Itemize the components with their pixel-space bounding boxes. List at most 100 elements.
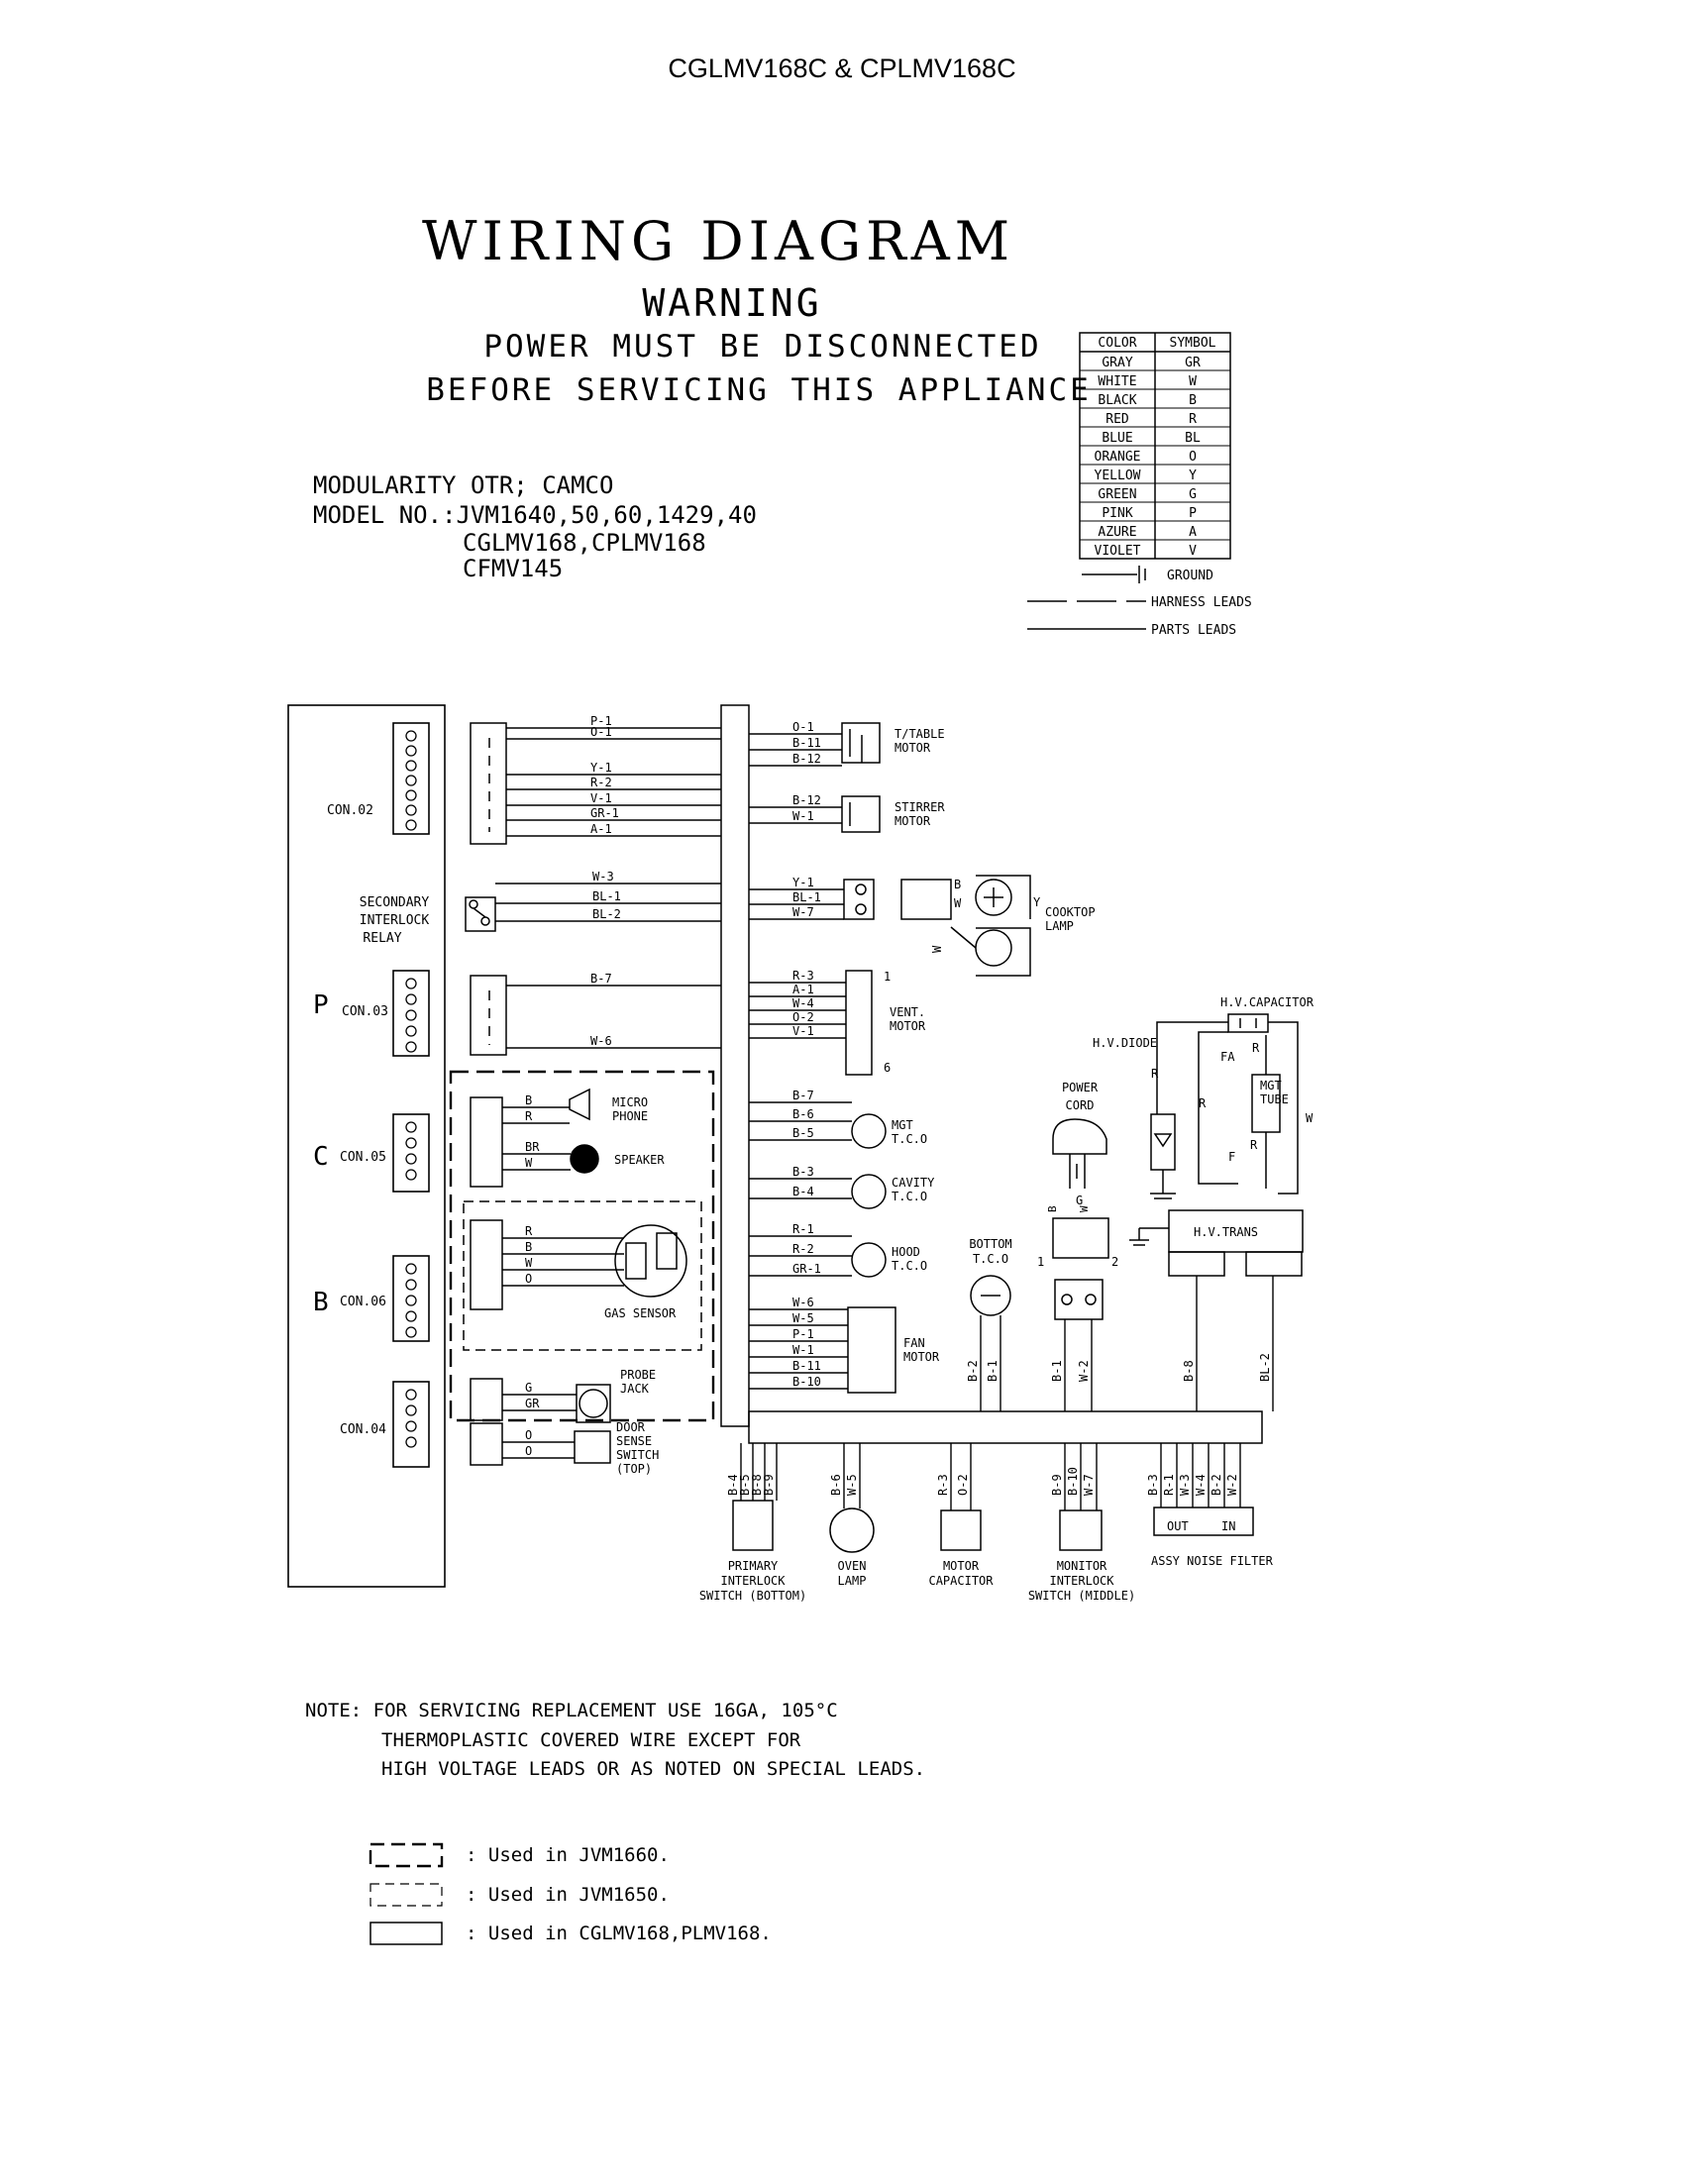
stirrer-motor-label: MOTOR xyxy=(895,814,931,828)
wire-labels: P-1O-1Y-1R-2V-1GR-1A-1W-3BL-1BL-2B-7W-6O… xyxy=(525,714,1314,1496)
wire-label: A-1 xyxy=(590,822,612,836)
connector-pin xyxy=(405,1310,417,1322)
connector-pin xyxy=(405,730,417,742)
wire-label: B-8 xyxy=(750,1474,764,1496)
wire-label: O xyxy=(525,1428,532,1442)
connector-pin xyxy=(405,1041,417,1053)
connector-pins xyxy=(405,730,417,1448)
oven-lamp-label: OVEN xyxy=(838,1559,867,1573)
connector-con05: CON.05 xyxy=(340,1150,386,1165)
color-symbol: W xyxy=(1189,374,1197,389)
wire-label: G xyxy=(1076,1194,1083,1207)
note-line-1: NOTE: FOR SERVICING REPLACEMENT USE 16GA… xyxy=(305,1700,838,1721)
connector-pin xyxy=(405,1121,417,1133)
warning-line-1: POWER MUST BE DISCONNECTED xyxy=(483,329,1041,364)
primary-interlock-label: PRIMARY xyxy=(728,1559,779,1573)
connector-pin xyxy=(405,804,417,816)
wire-label: B-10 xyxy=(1066,1467,1080,1496)
main-control-board xyxy=(287,704,446,1588)
wire-label: W-5 xyxy=(845,1474,859,1496)
connector-pin xyxy=(405,1389,417,1401)
model-info-line-1: MODULARITY OTR; CAMCO xyxy=(313,471,613,499)
wire-label: W xyxy=(954,896,962,910)
color-symbol: GR xyxy=(1185,356,1201,370)
wire-label: B-1 xyxy=(1050,1360,1064,1382)
connector-pin xyxy=(405,1137,417,1149)
color-name: AZURE xyxy=(1098,525,1136,540)
wire-label: W-7 xyxy=(1082,1474,1096,1496)
color-name: ORANGE xyxy=(1095,450,1141,465)
hood-tco-label: HOOD xyxy=(892,1245,920,1259)
usage-legend-cglmv168: : Used in CGLMV168,PLMV168. xyxy=(466,1923,772,1944)
hv-diode-label: H.V.DIODE xyxy=(1093,1036,1157,1050)
bottom-tco-label: T.C.O xyxy=(973,1252,1008,1266)
vent-motor-label: VENT. xyxy=(890,1005,925,1019)
model-title: CGLMV168C & CPLMV168C xyxy=(668,53,1015,83)
color-name: WHITE xyxy=(1098,374,1136,389)
wire-label: BR xyxy=(525,1140,540,1154)
wire-label: R xyxy=(525,1109,533,1123)
wire-label: R xyxy=(525,1224,533,1238)
wire-label: W xyxy=(930,945,944,953)
wire-label: B-5 xyxy=(738,1474,752,1496)
color-name: VIOLET xyxy=(1095,544,1141,559)
wire-label: B-3 xyxy=(1146,1474,1160,1496)
wire-label: P-1 xyxy=(590,714,612,728)
wire-label: B-11 xyxy=(792,736,821,750)
primary-interlock-label: SWITCH (BOTTOM) xyxy=(699,1589,806,1603)
board-letter-c: C xyxy=(313,1142,329,1172)
wire-label: W-4 xyxy=(792,996,814,1010)
wire-label: B-7 xyxy=(792,1089,814,1102)
wire-label: V-1 xyxy=(590,791,612,805)
warning-line-2: BEFORE SERVICING THIS APPLIANCE xyxy=(426,372,1092,408)
wire-label: R-1 xyxy=(1162,1474,1176,1496)
connector-pin xyxy=(405,1436,417,1448)
gas-sensor-label: GAS SENSOR xyxy=(604,1306,677,1320)
secondary-relay-label-1: SECONDARY xyxy=(360,895,430,910)
monitor-interlock-label: SWITCH (MIDDLE) xyxy=(1028,1589,1135,1603)
wire-label: B-9 xyxy=(762,1474,776,1496)
wire-label: R xyxy=(1199,1096,1207,1110)
connector-con04: CON.04 xyxy=(340,1422,386,1437)
fan-motor-label: MOTOR xyxy=(903,1350,940,1364)
wire-label: W xyxy=(525,1256,533,1270)
wire-label: Y-1 xyxy=(590,761,612,775)
connector-con03: CON.03 xyxy=(342,1004,388,1019)
wire-label: BL-1 xyxy=(592,889,621,903)
wire-label: B-12 xyxy=(792,752,821,766)
color-name: YELLOW xyxy=(1095,468,1141,483)
model-info-line-4: CFMV145 xyxy=(463,555,563,582)
wire-label: R xyxy=(1151,1067,1159,1081)
noise-filter-label: ASSY NOISE FILTER xyxy=(1151,1554,1274,1568)
fan-motor-label: FAN xyxy=(903,1336,925,1350)
wire-label: B-10 xyxy=(792,1375,821,1389)
wire-label: O xyxy=(525,1444,532,1458)
note-line-2: THERMOPLASTIC COVERED WIRE EXCEPT FOR xyxy=(381,1729,801,1751)
wire-label: B-7 xyxy=(590,972,612,986)
wire-label: W xyxy=(1078,1205,1091,1212)
wire-label: O-1 xyxy=(792,720,814,734)
line-type-legend xyxy=(1027,566,1146,630)
connector-pin xyxy=(405,978,417,989)
mgt-tube-label: TUBE xyxy=(1260,1092,1289,1106)
cooktop-lamp-label: COOKTOP xyxy=(1045,905,1096,919)
color-name: GRAY xyxy=(1102,356,1132,370)
usage-legend-swatches xyxy=(368,1842,444,1945)
wire-label: W xyxy=(1306,1111,1314,1125)
connector-con02: CON.02 xyxy=(327,803,373,818)
color-name: GREEN xyxy=(1098,487,1136,502)
board-letter-b: B xyxy=(313,1288,329,1317)
door-sense-switch-label: (TOP) xyxy=(616,1462,652,1476)
color-symbol: G xyxy=(1189,487,1197,502)
motor-capacitor-label: MOTOR xyxy=(943,1559,980,1573)
symbol-header: SYMBOL xyxy=(1170,336,1216,351)
color-symbol: P xyxy=(1189,506,1197,521)
wire-label: B-12 xyxy=(792,793,821,807)
connector-pin xyxy=(405,1279,417,1291)
connector-con06: CON.06 xyxy=(340,1295,386,1309)
wire-label: B-5 xyxy=(792,1126,814,1140)
wire-label: O xyxy=(525,1272,532,1286)
probe-jack-label: PROBE xyxy=(620,1368,656,1382)
door-sense-switch-label: SENSE xyxy=(616,1434,652,1448)
